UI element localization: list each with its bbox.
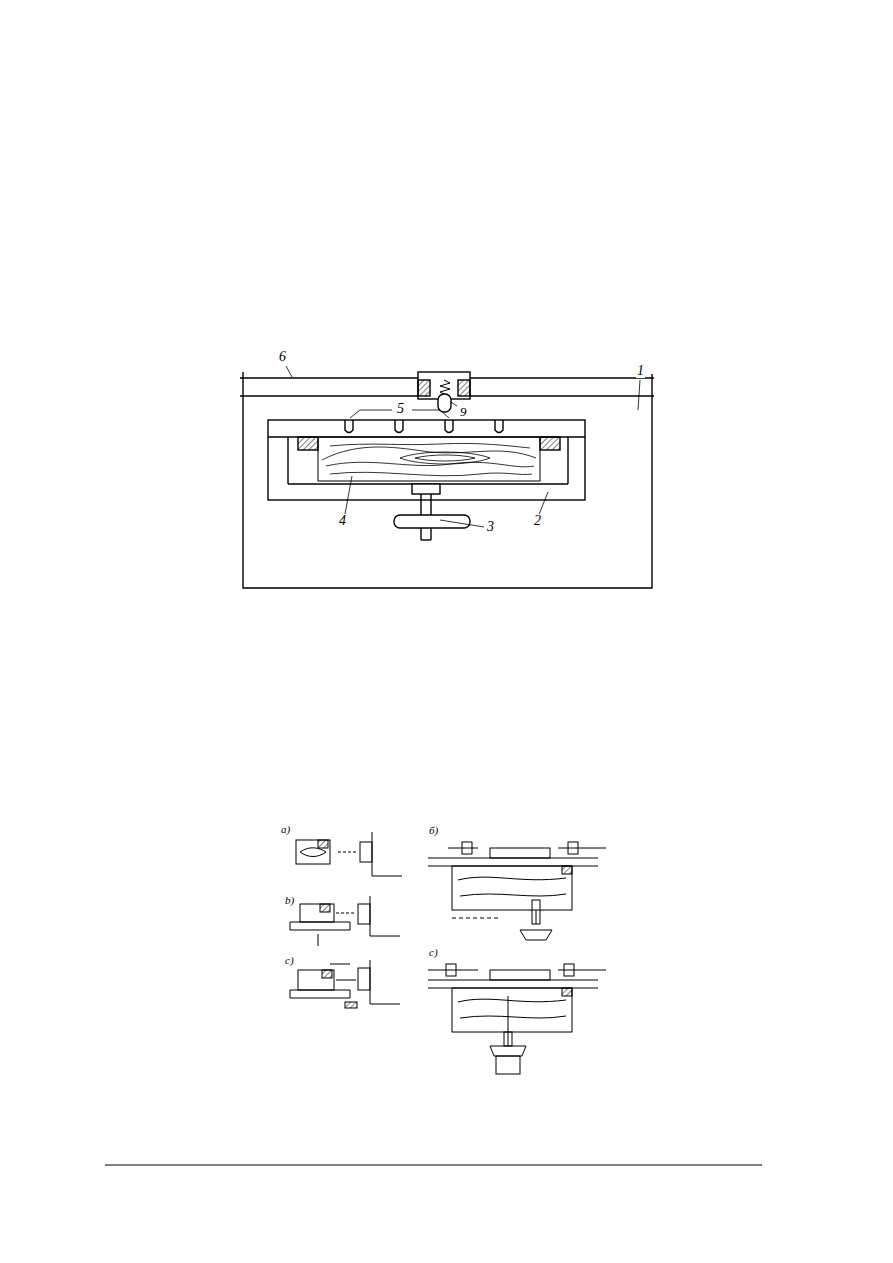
bottom-figure xyxy=(290,832,606,1074)
subfigure-label: б) xyxy=(428,825,439,836)
callout-number: 4 xyxy=(338,514,347,528)
callout-number: 9 xyxy=(459,405,468,418)
callout-number: 2 xyxy=(533,514,542,528)
subfigure-label: b) xyxy=(284,895,295,906)
subfigure-label: a) xyxy=(280,824,291,835)
subfigure-label: c) xyxy=(428,947,439,958)
callout-number: 5 xyxy=(396,402,405,416)
top-figure xyxy=(240,366,654,588)
footer-rule xyxy=(105,1165,762,1166)
callout-number: 3 xyxy=(486,520,495,534)
callout-number: 1 xyxy=(636,364,645,378)
subfigure-label: c) xyxy=(284,955,295,966)
callout-number: 6 xyxy=(278,350,287,364)
